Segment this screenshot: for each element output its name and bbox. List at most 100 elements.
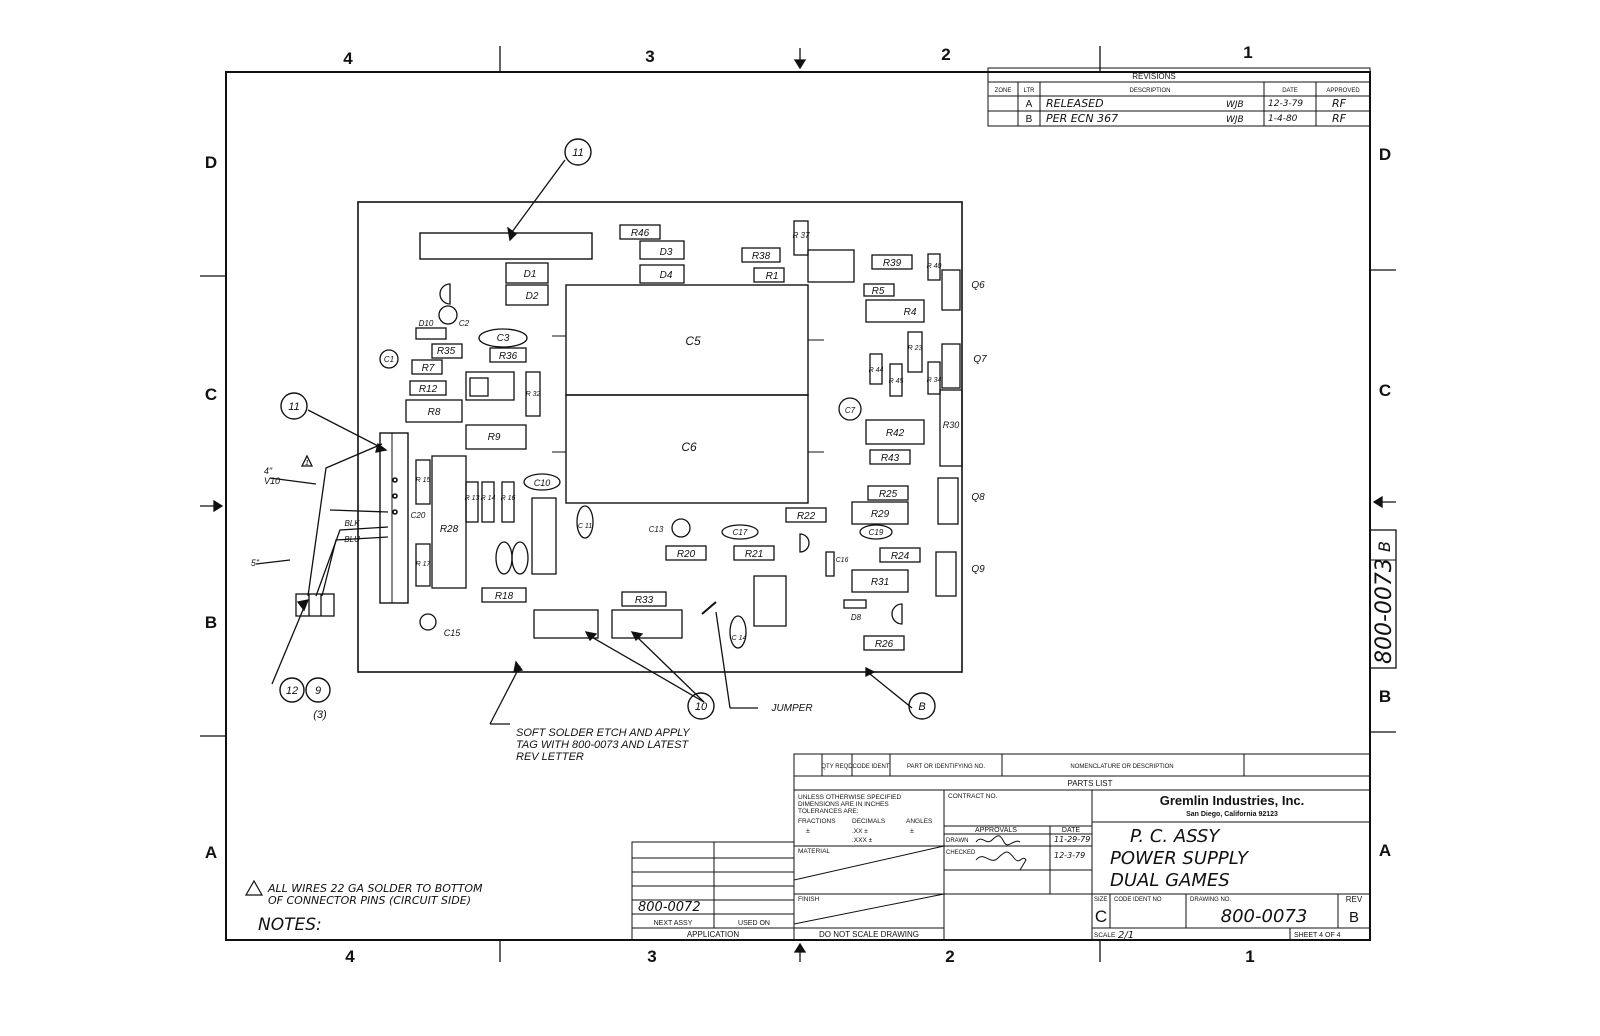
label-r7: R7: [422, 363, 435, 374]
label-c13: C13: [649, 525, 664, 534]
solder-note: SOFT SOLDER ETCH AND APPLY TAG WITH 800-…: [516, 727, 690, 763]
rev-row-b-by: WJB: [1226, 115, 1244, 125]
tolerance-line-1: UNLESS OTHERWISE SPECIFIED: [798, 794, 901, 801]
label-r14: R 14: [481, 495, 496, 502]
rev-header-zone: ZONE: [995, 88, 1012, 94]
company-address: San Diego, California 92123: [1186, 811, 1278, 818]
wires-note-line-1: ALL WIRES 22 GA SOLDER TO BOTTOM: [267, 882, 483, 895]
finish-label: FINISH: [798, 896, 820, 903]
drawn-signature: [975, 835, 1021, 846]
drawing-no-label: DRAWING NO.: [1190, 897, 1231, 903]
label-r44: R 44: [869, 367, 884, 374]
scale-label: SCALE: [1094, 932, 1116, 939]
component-outlines: [379, 220, 963, 651]
drawing-title-line-2: POWER SUPPLY: [1110, 848, 1250, 869]
tolerance-xx: .XX ±: [852, 828, 868, 835]
drawing-no-value: 800-0073: [1221, 906, 1308, 927]
zone-labels: 4 3 2 1 4 3 2 1 D C B A D C B A: [205, 43, 1391, 966]
title-block-text: UNLESS OTHERWISE SPECIFIED DIMENSIONS AR…: [638, 793, 1363, 941]
parts-qty-header: QTY REQD: [821, 764, 853, 770]
parts-nomen-header: NOMENCLATURE OR DESCRIPTION: [1070, 764, 1173, 770]
zone-col-4-bottom: 4: [345, 947, 355, 966]
rev-row-a-date: 12-3-79: [1268, 99, 1303, 109]
label-q9: Q9: [971, 564, 985, 575]
label-r4: R4: [904, 307, 917, 318]
rev-row-b-ltr: B: [1026, 114, 1033, 125]
do-not-scale: DO NOT SCALE DRAWING: [819, 930, 919, 939]
label-r15: R 15: [416, 477, 431, 484]
label-c14: C 14: [732, 635, 747, 642]
tolerance-line-3: TOLERANCES ARE:: [798, 808, 859, 815]
rev-label: REV: [1346, 895, 1363, 904]
size-label: SIZE: [1094, 897, 1107, 903]
zone-col-2-top: 2: [941, 45, 950, 64]
label-d2: D2: [526, 291, 539, 302]
parts-code-header: CODE IDENT: [852, 764, 889, 770]
rev-header-ltr: LTR: [1024, 88, 1036, 94]
drawn-label: DRAWN: [946, 838, 968, 844]
label-r20: R20: [677, 549, 696, 560]
checked-date: 12-3-79: [1054, 851, 1085, 860]
zone-col-1-top: 1: [1243, 43, 1252, 62]
zone-col-1-bottom: 1: [1245, 947, 1254, 966]
label-r33: R33: [635, 595, 654, 606]
label-r23: R 23: [908, 345, 923, 352]
rev-header-date: DATE: [1282, 88, 1298, 94]
tolerance-xxx: .XXX ±: [852, 837, 873, 844]
label-r5: R5: [872, 286, 885, 297]
callout-balloons: [279, 138, 936, 720]
code-ident-label: CODE IDENT NO: [1114, 897, 1162, 903]
parts-list-title: PARTS LIST: [1067, 779, 1112, 788]
zone-col-2-bottom: 2: [945, 947, 954, 966]
label-r34: R 34: [927, 377, 942, 384]
approvals-label: APPROVALS: [975, 827, 1017, 834]
label-d4: D4: [660, 270, 673, 281]
label-c3: C3: [497, 333, 510, 344]
zone-row-c-left: C: [205, 385, 217, 404]
tolerance-angle-pm: ±: [910, 828, 914, 835]
rev-row-b-desc: PER ECN 367: [1046, 112, 1118, 125]
rev-header-description: DESCRIPTION: [1129, 88, 1170, 94]
label-c5: C5: [685, 334, 701, 348]
zone-row-a-left: A: [205, 843, 217, 862]
tolerance-decimals: DECIMALS: [852, 818, 886, 825]
zone-col-4-top: 4: [343, 49, 353, 68]
general-notes: ALL WIRES 22 GA SOLDER TO BOTTOM OF CONN…: [244, 879, 483, 935]
checked-signature: [975, 851, 1027, 871]
used-on-label: USED ON: [738, 920, 770, 927]
contract-label: CONTRACT NO.: [948, 793, 998, 800]
callout-11-top: 11: [572, 147, 583, 159]
label-r21: R21: [745, 549, 763, 560]
material-label: MATERIAL: [798, 848, 830, 855]
label-r18: R18: [495, 591, 514, 602]
wire-length-5in: 5": [251, 558, 260, 568]
zone-ticks: [200, 46, 1396, 962]
label-r35: R35: [437, 346, 456, 357]
rev-row-a-ltr: A: [1026, 99, 1033, 110]
label-r22: R22: [797, 511, 816, 522]
label-r37: R 37: [793, 231, 810, 240]
note-flag-number: 1: [305, 460, 309, 467]
company-name: Gremlin Industries, Inc.: [1160, 793, 1304, 808]
side-drawing-number: 800-0073: [1372, 558, 1397, 664]
zone-row-d-left: D: [205, 153, 217, 172]
label-d1: D1: [524, 269, 537, 280]
label-r42: R42: [886, 428, 905, 439]
label-r24: R24: [891, 551, 910, 562]
parts-part-header: PART OR IDENTIFYING NO.: [907, 764, 985, 770]
label-r13: R 13: [465, 495, 480, 502]
zone-row-b-left: B: [205, 613, 217, 632]
approvals-date-label: DATE: [1062, 827, 1080, 834]
callout-labels: 11 11 12 9 (3) 10 B JUMPER 4" V10 5" 1: [251, 147, 926, 721]
label-r39: R39: [883, 258, 902, 269]
label-r28: R28: [440, 524, 459, 535]
label-q6: Q6: [971, 280, 985, 291]
label-d10: D10: [419, 319, 434, 328]
label-r40: R 40: [927, 263, 942, 270]
rev-value: B: [1349, 909, 1359, 926]
label-q8: Q8: [971, 492, 985, 503]
sheet-count: SHEET 4 OF 4: [1294, 932, 1341, 939]
wire-length-4in: 4": [264, 466, 273, 476]
solder-note-line-2: TAG WITH 800-0073 AND LATEST: [516, 739, 689, 751]
callout-12: 12: [286, 685, 298, 697]
